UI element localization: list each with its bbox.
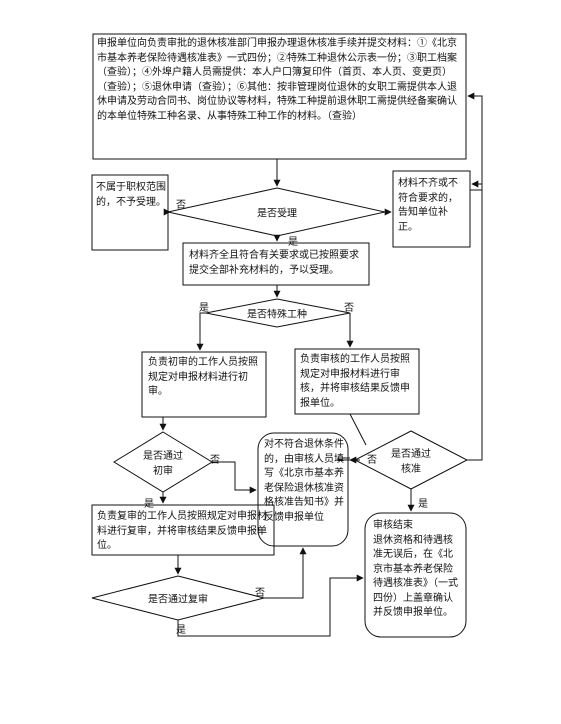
review-decision-text: 是否通过核准 [391, 449, 431, 475]
accepted-text: 材料齐全且符合有关要求或已按照要求提交全部补充材料的，予以受理。 [189, 250, 359, 276]
submit-box-frame [92, 33, 467, 160]
second-review-box-frame [91, 504, 275, 556]
not-in-scope-text: 不属于职权范围的，不予受理。 [96, 182, 166, 208]
first-decision-text: 是否通过初审 [143, 451, 183, 477]
first-review-text: 负责初审的工作人员按照规定对申报材料进行初审。 [148, 357, 258, 397]
first-review-box-frame [141, 351, 267, 418]
reject-box-frame [257, 432, 349, 547]
label-yes-first: 是 [144, 499, 154, 510]
second-decision-text: 是否通过复审 [148, 594, 208, 606]
special-decision-shape [205, 298, 351, 328]
label-no-special: 否 [344, 303, 354, 314]
incomplete-materials-text: 材料不齐或不符合要求的，告知单位补正。 [398, 178, 458, 233]
accept-decision-text: 是否受理 [257, 208, 297, 220]
end-box-frame [364, 512, 467, 638]
label-yes-special: 是 [199, 303, 209, 314]
review-special-box-frame [294, 348, 420, 415]
special-decision-text: 是否特殊工种 [247, 309, 307, 321]
review-special-text: 负责审核的工作人员按照规定对申报材料进行审核，并将审核结果反馈申报单位。 [300, 354, 410, 409]
submit-materials-text: 申报单位向负责审批的退休核准部门申报办理退休核准手续并提交材料：①《北京市基本养… [97, 38, 457, 122]
review-end-text: 审核结束 退休资格和待遇核准无误后，在《北京市基本养老保险待遇核准表》（一式四份… [373, 520, 458, 618]
incomplete-box-frame [392, 170, 471, 248]
label-no-second: 否 [255, 588, 265, 599]
label-no-accept: 否 [176, 200, 186, 211]
label-no-first: 否 [210, 455, 220, 466]
label-no-review: 否 [367, 455, 377, 466]
label-yes-review: 是 [418, 499, 428, 510]
second-review-text: 负责复审的工作人员按照规定对申报材料进行复审，并将审核结果反馈申报单位。 [97, 511, 267, 551]
accepted-box-frame [182, 242, 370, 286]
label-yes-second: 是 [176, 625, 186, 636]
label-yes-accept: 是 [288, 237, 298, 248]
reject-notice-text: 对不符合退休条件的，由审核人员填写《北京市基本养老保险退休核准资格核准告知书》并… [264, 439, 344, 523]
